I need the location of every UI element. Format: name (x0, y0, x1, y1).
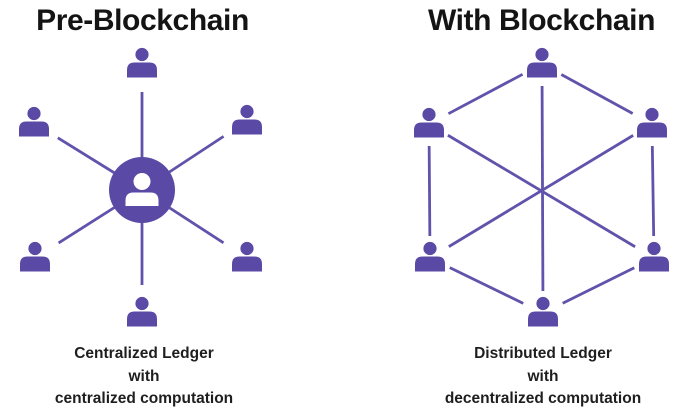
left-network (19, 47, 262, 327)
connection-line-top-right-bottom-left (448, 134, 634, 248)
person-node-top (127, 47, 157, 78)
right-panel-caption: Distributed Ledger with decentralized co… (444, 345, 642, 407)
left-panel-caption: Centralized Ledger with centralized comp… (54, 345, 234, 407)
left-panel-title: Pre-Blockchain (36, 4, 249, 37)
person-node-top-left (414, 107, 444, 138)
connection-line-top-right-bottom-right (650, 145, 656, 237)
connection-line-bottom-left-bottom (449, 266, 524, 305)
person-node-upper-left (19, 106, 49, 137)
right-network (414, 47, 669, 327)
central-authority-node (109, 157, 175, 223)
person-node-lower-right (232, 241, 262, 272)
connection-line-bottom-right-bottom (562, 266, 635, 305)
person-node-bottom (127, 296, 157, 327)
connection-line-top-top-right (560, 73, 634, 115)
person-node-top (527, 47, 557, 78)
connection-line-top-top-left (447, 73, 524, 115)
person-node-top-right (637, 107, 667, 138)
hub-person-icon (133, 173, 151, 190)
person-node-bottom-left (415, 241, 445, 272)
person-node-bottom (528, 296, 558, 327)
connection-line-top-left-bottom-left (427, 145, 432, 237)
right-panel-title: With Blockchain (427, 4, 656, 37)
person-node-bottom-right (639, 241, 669, 272)
person-node-lower-left (20, 241, 50, 272)
person-node-upper-right (232, 104, 262, 135)
